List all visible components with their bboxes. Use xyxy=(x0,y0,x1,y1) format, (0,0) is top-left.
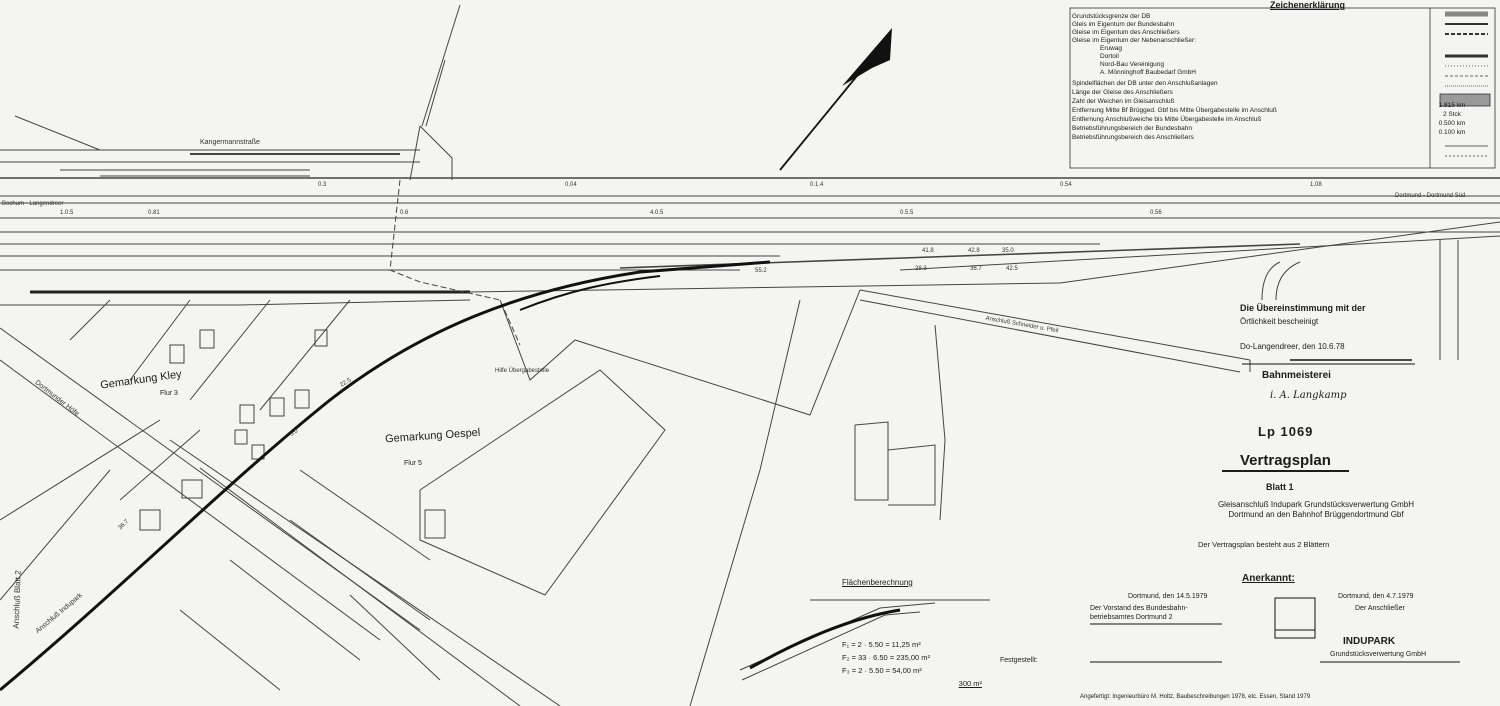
legend-row: Nord-Bau Vereinigung xyxy=(1100,61,1164,68)
track-mark: 36.7 xyxy=(970,266,982,272)
company-name: Grundstücksverwertung GmbH xyxy=(1330,651,1427,658)
plan-note: Der Vertragsplan besteht aus 2 Blättern xyxy=(1198,540,1330,549)
plan-title: Vertragsplan xyxy=(1222,452,1349,472)
track-mark: 41.8 xyxy=(922,248,934,254)
left-org: betriebsamtes Dortmund 2 xyxy=(1090,614,1173,621)
km-mark: 0.54 xyxy=(1060,182,1072,188)
company-name: INDUPARK xyxy=(1343,636,1396,647)
area-total: 300 m² xyxy=(958,679,982,688)
sheet-number: Blatt 1 xyxy=(1266,482,1294,492)
legend-row: Entfernung Anschlußweiche bis Mitte Über… xyxy=(1072,116,1262,123)
direction-label: Bochum - Langendreer xyxy=(2,201,64,207)
area-calc: F₁ = 2 · 5.50 = 11,25 m² F₂ = 33 · 6.50 … xyxy=(842,638,1012,690)
legend-frame xyxy=(1069,7,1496,169)
right-date: Dortmund, den 4.7.1979 xyxy=(1338,593,1414,600)
description-line: Gleisanschluß Indupark Grundstücksverwer… xyxy=(1217,500,1415,509)
track-mark: 28.3 xyxy=(915,266,927,272)
legend-value: 2 Stck xyxy=(1442,111,1462,118)
track-mark: 55.2 xyxy=(755,268,767,274)
street-label: Kangermannstraße xyxy=(200,139,260,146)
flur-label: Flur 5 xyxy=(404,460,422,467)
transfer-label: Hilfe Übergabestelle xyxy=(495,368,550,374)
legend-row: Eruwag xyxy=(1100,45,1123,52)
km-mark: 0.3 xyxy=(318,182,327,188)
legend-value: 1.815 km xyxy=(1438,102,1466,109)
office-label: Bahnmeisterei xyxy=(1262,370,1331,381)
km-mark: 0.04 xyxy=(565,182,577,188)
legend-row: Gleise im Eigentum des Anschließers xyxy=(1072,29,1180,36)
track-mark: 35.0 xyxy=(1002,248,1014,254)
stamp-line: Die Übereinstimmung mit der xyxy=(1240,303,1366,313)
acknowledged-label: Anerkannt: xyxy=(1242,573,1295,584)
km-mark: 1.08 xyxy=(1310,182,1322,188)
km-mark: 0.6 xyxy=(400,210,409,216)
flur-label: Flur 3 xyxy=(160,390,178,397)
legend-row: Dortoil xyxy=(1100,53,1119,60)
stamp-place-date: Do-Langendreer, den 10.6.78 xyxy=(1240,342,1345,351)
km-mark: 0.56 xyxy=(1150,210,1162,216)
stamp-line: Örtlichkeit bescheinigt xyxy=(1240,317,1319,326)
footer-note: Angefertigt: Ingenieurbüro M. Holtz, Bau… xyxy=(1080,694,1311,700)
track-mark: 42.5 xyxy=(1006,266,1018,272)
legend-row: Grundstücksgrenze der DB xyxy=(1072,13,1151,20)
north-arrow-icon xyxy=(779,28,892,171)
right-org: Der Anschließer xyxy=(1355,605,1405,612)
area-row: F₁ = 2 · 5.50 = 11,25 m² xyxy=(842,640,921,649)
siding-track xyxy=(0,260,771,692)
km-mark: 0.81 xyxy=(148,210,160,216)
legend-row: Länge der Gleise des Anschließers xyxy=(1072,89,1173,96)
left-org: Der Vorstand des Bundesbahn- xyxy=(1090,605,1188,612)
legend-row: Betriebsführungsbereich der Bundesbahn xyxy=(1072,125,1192,132)
legend-row: Betriebsführungsbereich des Anschließers xyxy=(1072,134,1194,141)
plan-code: Lp 1069 xyxy=(1258,424,1314,439)
certification-stamp: Die Übereinstimmung mit der Örtlichkeit … xyxy=(1240,302,1366,353)
km-mark: 0.1.4 xyxy=(810,182,824,188)
km-mark: 4.0.5 xyxy=(650,210,664,216)
plan-description: Gleisanschluß Indupark Grundstücksverwer… xyxy=(1172,500,1460,520)
signature: i. A. Langkamp xyxy=(1270,390,1347,401)
left-date: Dortmund, den 14.5.1979 xyxy=(1128,593,1208,600)
area-calc-title: Flächenberechnung xyxy=(842,578,913,587)
km-mark: 1.0.5 xyxy=(60,210,74,216)
legend-row: Entfernung Mitte Bf Brügged. Gbf bis Mit… xyxy=(1072,107,1277,114)
legend-title: Zeichenerklärung xyxy=(1270,0,1346,10)
legend-row: Gleise im Eigentum der Nebenanschließer: xyxy=(1072,37,1196,44)
track-mark: 42.8 xyxy=(968,248,980,254)
legend-row: Spindelflächen der DB unter den Anschluß… xyxy=(1072,80,1218,87)
description-line: Dortmund an den Bahnhof Brüggendortmund … xyxy=(1228,510,1404,519)
legend-row: Zahl der Weichen im Gleisanschluß xyxy=(1072,98,1175,105)
area-row: F₂ = 33 · 6.50 = 235,00 m² xyxy=(842,653,931,662)
legend-row: Gleis im Eigentum der Bundesbahn xyxy=(1072,21,1175,28)
legend-value: 0.500 km xyxy=(1438,120,1466,127)
area-row: F₃ = 2 · 5.50 = 54,00 m² xyxy=(842,666,922,675)
legend: Zeichenerklärung Grundstücksgrenze der D… xyxy=(1070,0,1495,172)
legend-row: A. Mönninghoff Baubedarf GmbH xyxy=(1100,69,1196,76)
km-mark: 0.5.5 xyxy=(900,210,914,216)
direction-label: Dortmund - Dortmund Süd xyxy=(1395,193,1466,199)
legend-value: 0.100 km xyxy=(1438,129,1466,136)
area-signature-label: Festgestellt: xyxy=(1000,657,1038,664)
